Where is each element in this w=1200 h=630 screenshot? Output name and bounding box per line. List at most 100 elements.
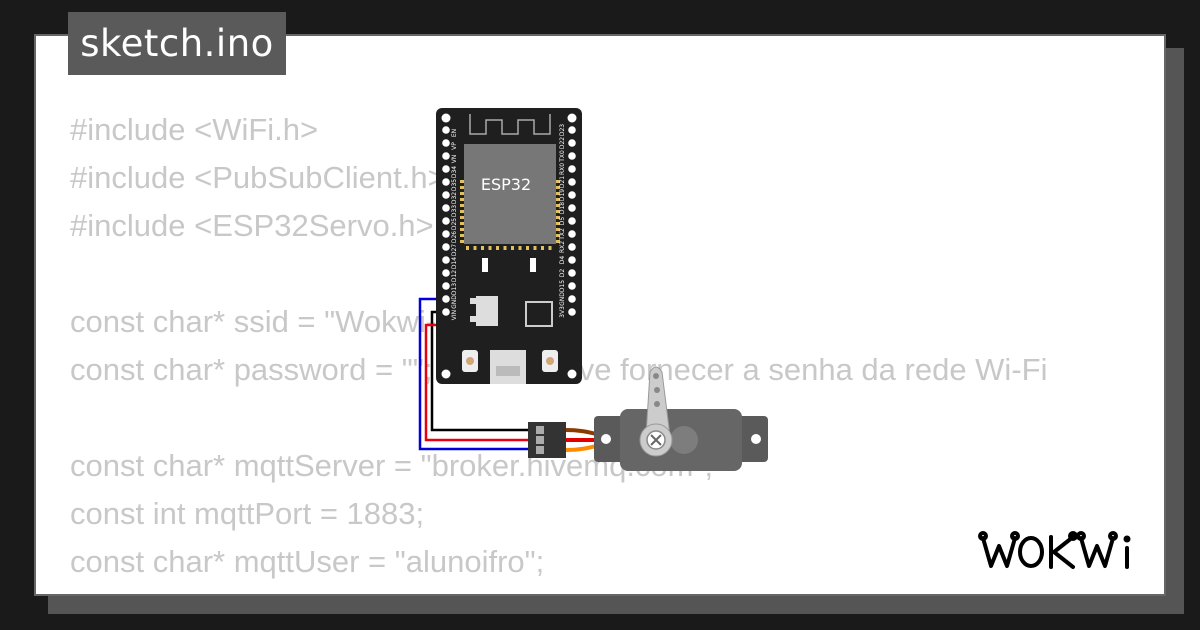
chip-pad: [556, 192, 560, 195]
chip-pad: [556, 198, 560, 201]
pin-label: D14: [451, 257, 458, 269]
signal-wire[interactable]: [418, 297, 532, 451]
pin-label: 3V3: [559, 306, 566, 318]
pin-d15[interactable]: [568, 282, 576, 290]
connector-pin: [536, 436, 544, 444]
pin-label: D15: [559, 280, 566, 292]
pin-d18[interactable]: [568, 204, 576, 212]
pin-d2[interactable]: [568, 269, 576, 277]
power-wire[interactable]: [424, 323, 532, 442]
pin-label: D12: [451, 270, 458, 282]
pin-label: EN: [451, 129, 458, 137]
pin-label: VN: [451, 155, 458, 164]
pin-d4[interactable]: [568, 256, 576, 264]
code-line: #include <ESP32Servo.h>: [70, 208, 434, 243]
pin-vn[interactable]: [442, 152, 450, 160]
code-line: const char* password = ""; // Você deve …: [70, 352, 1048, 387]
pin-vp[interactable]: [442, 139, 450, 147]
chip-pad: [460, 240, 464, 243]
chip-pad: [556, 222, 560, 225]
pin-label: D19: [559, 189, 566, 201]
chip-pad: [556, 216, 560, 219]
chip-pad: [511, 246, 514, 250]
left-pin-header: [442, 126, 450, 316]
pin-label: RX0: [559, 163, 566, 175]
smd-component: [530, 258, 536, 272]
wokwi-logo-mark: [978, 531, 1131, 569]
pin-label: GND: [451, 295, 458, 309]
chip-pad: [460, 180, 464, 183]
pin-d32[interactable]: [442, 191, 450, 199]
pin-label: D4: [559, 256, 566, 265]
connector-pin: [536, 426, 544, 434]
esp32-board[interactable]: ESP32 ENVPVND34D35D32D33D25D26D27D14D12D…: [436, 108, 582, 384]
pin-3v3[interactable]: [568, 308, 576, 316]
pin-tx2[interactable]: [568, 230, 576, 238]
boot-button-cap: [546, 357, 554, 365]
servo-ear-hole: [601, 434, 611, 444]
pin-gnd[interactable]: [568, 295, 576, 303]
mounting-hole: [567, 113, 577, 123]
pin-rx2[interactable]: [568, 243, 576, 251]
pin-label: D21: [559, 176, 566, 188]
pin-label: D23: [559, 124, 566, 136]
pin-d19[interactable]: [568, 191, 576, 199]
antenna-trace: [469, 114, 551, 135]
pin-label: D2: [559, 269, 566, 278]
pin-label: TX2: [559, 228, 566, 241]
chip-pad: [556, 234, 560, 237]
pin-en[interactable]: [442, 126, 450, 134]
chip-pad: [496, 246, 499, 250]
pin-label: RX2: [559, 241, 566, 253]
pin-d14[interactable]: [442, 256, 450, 264]
file-tab[interactable]: sketch.ino: [68, 12, 286, 75]
pin-d25[interactable]: [442, 217, 450, 225]
pin-d12[interactable]: [442, 269, 450, 277]
screw-cross-icon: [650, 434, 662, 446]
servo-connector: [528, 422, 566, 458]
pin-label: D35: [451, 179, 458, 191]
pin-label: D13: [451, 283, 458, 295]
chip-pad: [556, 228, 560, 231]
wokwi-logo: [975, 528, 1150, 576]
code-line: #include <WiFi.h>: [70, 112, 319, 147]
chip-pad: [460, 210, 464, 213]
pin-label: D33: [451, 205, 458, 217]
pin-label: VIN: [451, 310, 458, 320]
pin-d26[interactable]: [442, 230, 450, 238]
pin-label: D25: [451, 218, 458, 230]
pin-d21[interactable]: [568, 178, 576, 186]
pin-label: D18: [559, 202, 566, 214]
pin-d13[interactable]: [442, 282, 450, 290]
pin-d23[interactable]: [568, 126, 576, 134]
chip-pad: [556, 204, 560, 207]
code-line: #include <PubSubClient.h>: [70, 160, 446, 195]
en-button-cap: [466, 357, 474, 365]
pin-rx0[interactable]: [568, 165, 576, 173]
mounting-hole: [441, 369, 451, 379]
pin-tx0[interactable]: [568, 152, 576, 160]
servo-motor[interactable]: [528, 366, 768, 471]
code-line: const char* mqttPassword = "ifro";: [70, 586, 1047, 594]
pin-label: TX0: [559, 150, 566, 163]
pin-d22[interactable]: [568, 139, 576, 147]
pin-d34[interactable]: [442, 165, 450, 173]
pin-d33[interactable]: [442, 204, 450, 212]
pin-label: GND: [559, 292, 566, 306]
chip-pad: [473, 246, 477, 250]
pin-vin[interactable]: [442, 308, 450, 316]
pin-label: D26: [451, 231, 458, 243]
chip-pad: [460, 186, 464, 189]
pin-label: D34: [451, 166, 458, 178]
chip-pad: [460, 198, 464, 201]
pin-label: VP: [451, 142, 458, 150]
connector-pin: [536, 446, 544, 454]
pin-d5[interactable]: [568, 217, 576, 225]
pin-d35[interactable]: [442, 178, 450, 186]
chip-pad: [541, 246, 544, 250]
pin-d27[interactable]: [442, 243, 450, 251]
pin-gnd[interactable]: [442, 295, 450, 303]
chip-pad: [466, 246, 469, 250]
chip-pad: [460, 234, 464, 237]
